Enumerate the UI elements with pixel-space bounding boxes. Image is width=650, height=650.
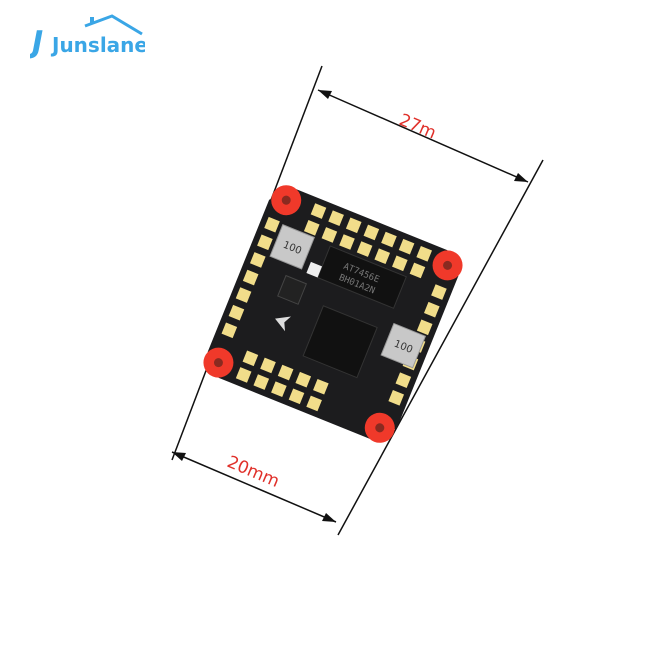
solder-pad: [235, 367, 252, 383]
solder-pad: [303, 219, 320, 236]
solder-pad: [235, 287, 252, 303]
solder-pad: [295, 371, 312, 388]
arrow-head-icon: [318, 90, 332, 99]
osd-chip: [316, 245, 407, 309]
solder-pad: [271, 381, 287, 398]
solder-pad: [264, 216, 280, 233]
solder-pad: [381, 231, 397, 248]
flight-controller-board: AT7456E BH01A2N 100 100: [203, 185, 463, 443]
top-dimension-label: 27m: [396, 110, 439, 143]
solder-pad: [345, 217, 362, 234]
solder-pad: [416, 319, 433, 336]
component: [306, 261, 323, 278]
solder-pad: [374, 248, 391, 265]
solder-pad: [242, 269, 259, 286]
solder-pad: [416, 245, 433, 262]
solder-pad: [431, 284, 447, 300]
logo-arrow-icon: [275, 316, 292, 332]
top-dimension-line: [317, 89, 529, 183]
logo-text: Junslane: [50, 33, 145, 57]
inductor-left: [269, 224, 315, 270]
solder-pad: [409, 262, 426, 279]
solder-pad: [221, 322, 238, 339]
mounting-hole: [213, 358, 223, 368]
mounting-hole: [443, 260, 453, 270]
solder-pad: [313, 378, 329, 395]
solder-pad: [328, 210, 344, 227]
mcu-chip: [302, 305, 378, 379]
solder-pad: [257, 234, 273, 251]
solder-pad: [228, 304, 245, 321]
solder-pad: [249, 252, 266, 268]
solder-pad: [242, 350, 259, 367]
inductor-right: [380, 322, 427, 369]
solder-pad: [388, 389, 405, 406]
mounting-hole: [281, 195, 291, 205]
solder-pad: [398, 238, 415, 255]
solder-pad: [260, 357, 276, 374]
arrow-head-icon: [322, 513, 336, 522]
solder-pad: [423, 301, 440, 318]
solder-pad: [306, 395, 322, 412]
brand-logo: J Junslane: [30, 14, 145, 60]
solder-pad: [321, 227, 338, 243]
solder-pad: [392, 255, 408, 272]
svg-text:J: J: [30, 25, 43, 60]
bottom-dimension-line: [171, 451, 337, 523]
solder-pad: [339, 234, 355, 250]
solder-pad: [253, 374, 270, 390]
solder-pad: [395, 372, 412, 388]
gyro-chip: [277, 274, 308, 305]
solder-pad: [310, 203, 327, 219]
right-extension-line: [337, 159, 544, 536]
solder-pad: [363, 224, 380, 241]
arrow-head-icon: [514, 173, 528, 182]
solder-pad: [288, 388, 305, 405]
solder-pad: [277, 364, 294, 381]
arrow-head-icon: [172, 452, 186, 461]
solder-pad: [356, 241, 373, 257]
mounting-hole: [375, 423, 385, 433]
